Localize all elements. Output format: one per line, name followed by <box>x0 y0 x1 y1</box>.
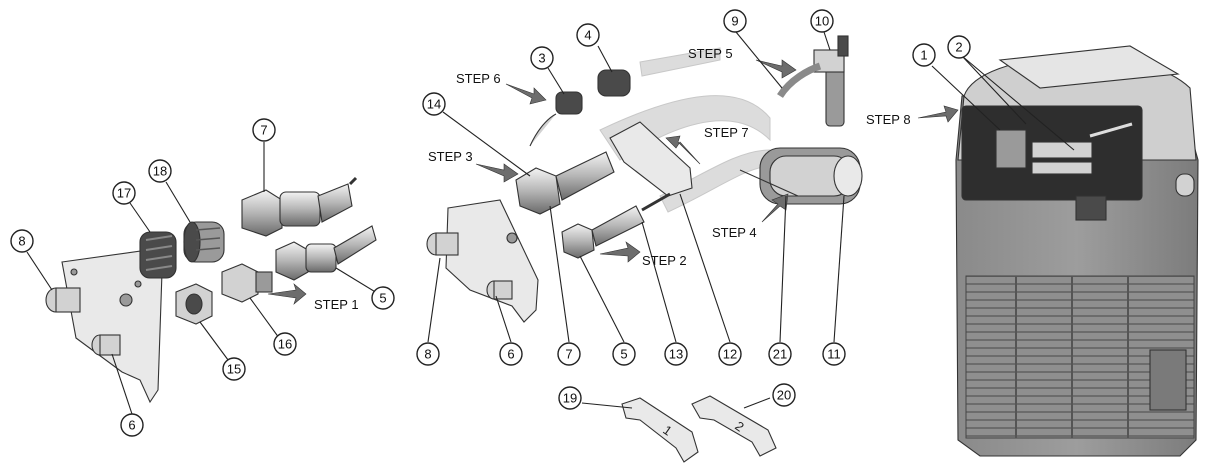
callout-8-left: 8 <box>10 229 34 253</box>
step-2-label: STEP 2 <box>642 253 687 268</box>
callout-12: 12 <box>718 342 742 366</box>
step-5-label: STEP 5 <box>688 46 733 61</box>
svg-text:20: 20 <box>777 388 791 403</box>
callout-16: 16 <box>273 332 297 356</box>
step-6-label: STEP 6 <box>456 71 501 86</box>
svg-text:9: 9 <box>731 14 738 29</box>
step-8-label: STEP 8 <box>866 112 911 127</box>
callout-3: 3 <box>530 46 554 70</box>
step-7-label: STEP 7 <box>704 125 749 140</box>
bracket-part-left <box>45 249 163 404</box>
fitting-part-14 <box>515 151 615 215</box>
callouts: 8 17 18 7 16 15 5 6 3 4 9 10 14 8 6 7 5 … <box>10 9 971 437</box>
nut-part-16 <box>221 263 273 303</box>
callout-10: 10 <box>810 9 834 33</box>
callout-4: 4 <box>576 23 600 47</box>
portable-ac-unit <box>955 45 1199 457</box>
callout-9: 9 <box>723 9 747 33</box>
callout-5-left: 5 <box>371 286 395 310</box>
callout-5-middle: 5 <box>612 342 636 366</box>
bracket-part-12 <box>609 121 693 197</box>
svg-text:16: 16 <box>278 337 292 352</box>
step-2-arrow <box>599 241 641 263</box>
svg-text:11: 11 <box>827 347 841 362</box>
callout-2: 2 <box>947 35 971 59</box>
svg-text:15: 15 <box>227 362 241 377</box>
step-6-arrow <box>505 83 547 105</box>
svg-text:8: 8 <box>424 347 431 362</box>
svg-text:13: 13 <box>669 347 683 362</box>
callout-6-middle: 6 <box>499 342 523 366</box>
callout-14: 14 <box>422 92 446 116</box>
coil-part-11 <box>739 147 863 205</box>
svg-text:14: 14 <box>427 97 441 112</box>
callout-17: 17 <box>112 181 136 205</box>
step-8-arrow <box>917 105 959 123</box>
svg-text:8: 8 <box>18 234 25 249</box>
callout-21: 21 <box>768 342 792 366</box>
callout-7-middle: 7 <box>557 342 581 366</box>
svg-text:2: 2 <box>955 40 962 55</box>
step-3-label: STEP 3 <box>428 149 473 164</box>
svg-text:12: 12 <box>723 347 737 362</box>
svg-text:6: 6 <box>507 347 514 362</box>
svg-text:21: 21 <box>773 347 787 362</box>
step-7-arrow <box>665 135 701 165</box>
nut-part-15 <box>175 283 213 325</box>
bracket-part-middle <box>426 199 539 323</box>
step-1-arrow <box>267 283 307 305</box>
step-arrows <box>267 59 959 305</box>
callout-11: 11 <box>822 342 846 366</box>
fitting-part-7-left <box>241 176 358 237</box>
svg-text:1: 1 <box>920 48 927 63</box>
callout-1: 1 <box>912 43 936 67</box>
wrench-19: 1 <box>621 397 699 463</box>
svg-text:7: 7 <box>565 347 572 362</box>
callout-7-left: 7 <box>252 118 276 142</box>
fitting-part-3 <box>529 91 583 147</box>
step-labels: STEP 1 STEP 2 STEP 3 STEP 4 STEP 5 STEP … <box>314 46 911 312</box>
leader-lines <box>26 31 1075 415</box>
callout-15: 15 <box>222 357 246 381</box>
fitting-part-4 <box>597 69 631 97</box>
callout-18: 18 <box>148 159 172 183</box>
sleeve-part-18 <box>183 221 225 263</box>
svg-text:5: 5 <box>379 291 386 306</box>
middle-assembly: 1 2 <box>426 35 863 463</box>
coil-part-17 <box>139 231 177 279</box>
pipe-part-9 <box>777 62 822 98</box>
svg-text:5: 5 <box>620 347 627 362</box>
step-5-arrow <box>755 59 797 79</box>
fitting-part-13 <box>561 192 671 259</box>
step-4-arrow <box>761 193 789 223</box>
svg-text:17: 17 <box>117 186 131 201</box>
wrench-20: 2 <box>691 395 777 457</box>
callout-19: 19 <box>558 386 582 410</box>
callout-6-left: 6 <box>120 413 144 437</box>
svg-text:4: 4 <box>584 28 591 43</box>
step-1-label: STEP 1 <box>314 297 359 312</box>
svg-text:10: 10 <box>815 14 829 29</box>
svg-text:7: 7 <box>260 123 267 138</box>
fitting-part-5-left <box>275 225 377 281</box>
svg-text:3: 3 <box>538 51 545 66</box>
left-assembly <box>45 176 377 404</box>
valve-part-10 <box>813 35 849 127</box>
step-4-label: STEP 4 <box>712 225 757 240</box>
svg-text:19: 19 <box>563 391 577 406</box>
svg-text:18: 18 <box>153 164 167 179</box>
svg-text:6: 6 <box>128 418 135 433</box>
callout-20: 20 <box>772 383 796 407</box>
callout-8-middle: 8 <box>416 342 440 366</box>
callout-13: 13 <box>664 342 688 366</box>
step-3-arrow <box>475 163 519 183</box>
